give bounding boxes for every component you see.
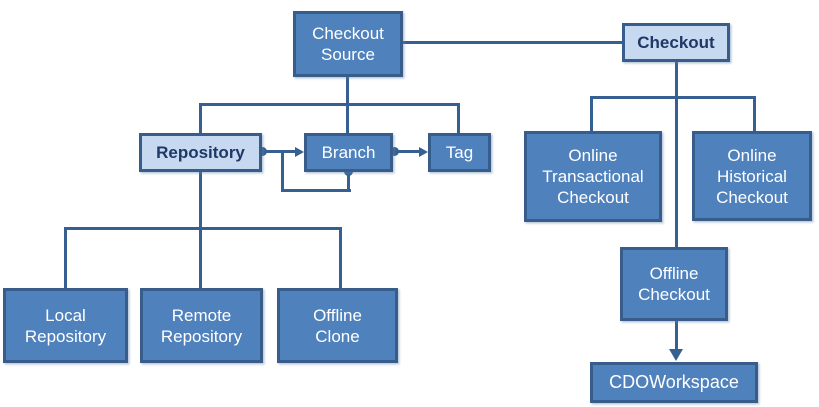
node-tag: Tag	[428, 133, 491, 172]
node-branch: Branch	[304, 133, 393, 172]
edge-offlinecheckout-cdoworkspace	[675, 321, 678, 351]
node-offline-clone: Offline Clone	[277, 288, 398, 363]
node-checkout-source-label: Checkout Source	[312, 24, 384, 64]
edge-branch-selfloop-left	[281, 150, 284, 192]
node-remote-repository: Remote Repository	[140, 288, 263, 363]
node-repository-label: Repository	[156, 143, 245, 162]
edge-checkout-trunk	[675, 62, 678, 247]
node-cdoworkspace: CDOWorkspace	[590, 362, 758, 403]
node-checkout: Checkout	[622, 23, 730, 62]
edge-drop-online-transactional	[590, 99, 593, 131]
edge-family-online-checkouts	[590, 96, 756, 99]
edge-branch-selfloop-right	[347, 172, 350, 192]
node-repository: Repository	[139, 133, 262, 172]
node-cdoworkspace-label: CDOWorkspace	[609, 372, 739, 392]
edge-drop-tag	[457, 106, 460, 133]
edge-drop-online-historical	[753, 99, 756, 131]
arrowhead-into-branch	[295, 147, 304, 157]
edge-repository-branch	[263, 150, 296, 153]
arrowhead-into-cdoworkspace	[669, 349, 683, 361]
aggregation-dot-branch-right	[390, 147, 399, 156]
node-online-transactional-checkout: Online Transactional Checkout	[524, 131, 662, 222]
node-local-repository: Local Repository	[3, 288, 128, 363]
node-online-transactional-checkout-label: Online Transactional Checkout	[542, 146, 644, 207]
node-offline-checkout-label: Offline Checkout	[638, 264, 710, 304]
edge-branch-tag	[394, 150, 420, 153]
node-branch-label: Branch	[321, 143, 376, 162]
edge-checkoutsource-checkout	[403, 41, 622, 44]
node-offline-clone-label: Offline Clone	[313, 305, 362, 346]
arrowhead-into-tag	[419, 147, 428, 157]
edge-drop-local-repository	[64, 230, 67, 288]
node-online-historical-checkout-label: Online Historical Checkout	[716, 145, 788, 207]
aggregation-dot-repository	[258, 147, 267, 156]
edge-branch-selfloop-bottom	[281, 189, 351, 192]
node-remote-repository-label: Remote Repository	[160, 305, 243, 346]
edge-family-repository-branch-tag	[199, 103, 460, 106]
node-tag-label: Tag	[445, 143, 474, 162]
edge-repository-column	[199, 172, 202, 288]
edge-family-repositories	[64, 227, 342, 230]
edge-drop-offline-clone	[339, 230, 342, 288]
node-checkout-source: Checkout Source	[293, 11, 403, 77]
node-offline-checkout: Offline Checkout	[620, 247, 728, 321]
edge-drop-repository	[199, 106, 202, 133]
node-checkout-label: Checkout	[637, 33, 715, 52]
node-online-historical-checkout: Online Historical Checkout	[692, 131, 812, 221]
node-local-repository-label: Local Repository	[24, 305, 107, 346]
